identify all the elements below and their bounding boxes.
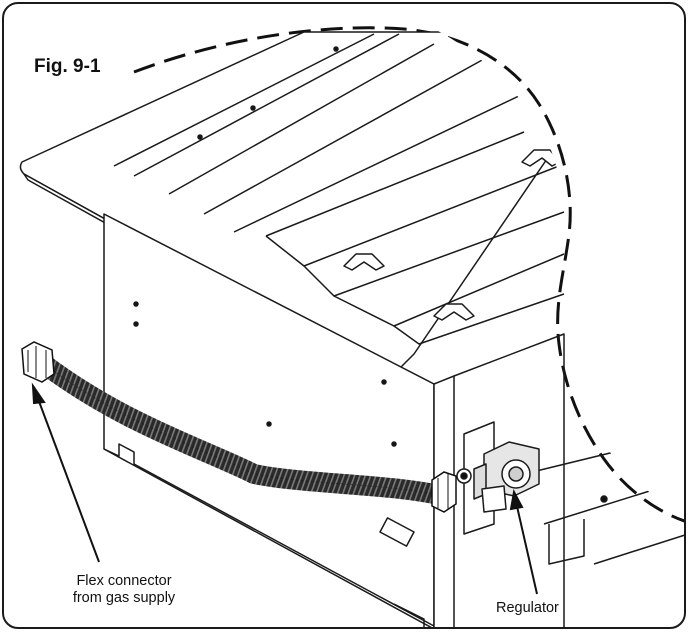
flex-connector-leader <box>31 382 100 563</box>
regulator-leader <box>509 488 538 595</box>
cutaway-dashed-outline <box>133 26 684 523</box>
flex-connector-label: Flex connector from gas supply <box>34 573 214 607</box>
regulator-label: Regulator <box>496 600 559 616</box>
flex-connector-label-line2: from gas supply <box>72 590 176 606</box>
regulator-icon <box>456 441 540 513</box>
flex-hose-icon <box>21 341 457 513</box>
flex-connector-label-line1: Flex connector <box>76 573 172 589</box>
line-art <box>19 26 684 627</box>
figure-title: Fig. 9-1 <box>34 56 101 77</box>
